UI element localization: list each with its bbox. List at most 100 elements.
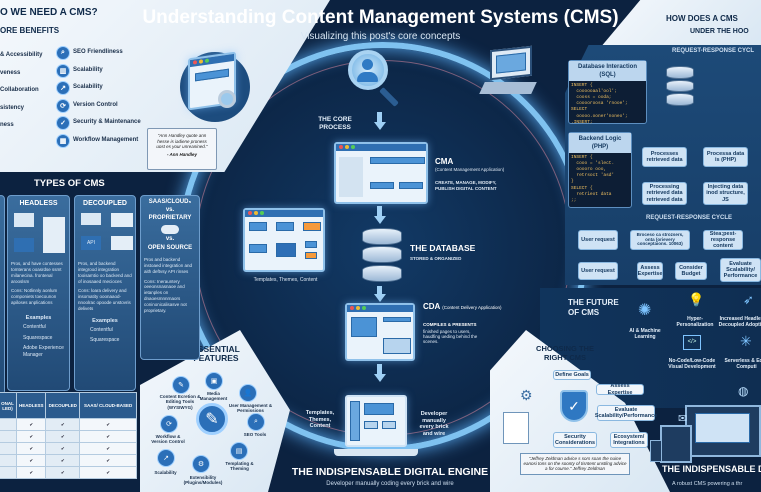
card-title: SAAS/CLOUD₅ vs. PROPRIETARY — [148, 199, 192, 221]
check-cell: ✔ — [15, 442, 47, 455]
flow-box: Processing retrieved data retrieved data — [642, 182, 687, 205]
cma-title: CMA — [435, 157, 454, 166]
phone-device — [650, 440, 662, 462]
cycle-title: REQUEST-RESPONSE CYCL — [672, 48, 755, 54]
check-cell: ✔ — [79, 442, 137, 455]
check-cell: ✔ — [15, 418, 47, 431]
card-pros: Pros, and have contesses tomterans ooasr… — [11, 261, 63, 284]
brain-icon: ✺ — [638, 302, 652, 319]
cda-title: CDA (Content Delivery Application) — [423, 302, 503, 311]
page-subtitle: Visualizing this post's core concepts — [300, 31, 461, 42]
flow-box: Broceso ca strozsers, onta (orievery con… — [630, 230, 690, 250]
table-row: ✔✔✔ — [0, 454, 137, 467]
check-cell: ✔ — [15, 454, 47, 467]
card-pros: Pros, and backend integrood integration … — [78, 261, 132, 284]
col-header: HEADLESS — [15, 392, 47, 419]
flow-box: User request — [578, 230, 618, 250]
flow-box: Injecting data inod structure, JS — [703, 182, 748, 205]
check-cell — [0, 418, 17, 431]
feature-label: SEO Tools — [243, 432, 267, 437]
table-row: ✔✔✔ — [0, 442, 137, 455]
card-title2: OPEN SOURCE — [147, 245, 193, 252]
arrow-down-head — [374, 374, 386, 382]
check-cell — [0, 442, 17, 455]
template-icon: ▤ — [230, 442, 248, 460]
feature-label: Scalability — [154, 470, 177, 475]
database-icon — [362, 228, 402, 284]
quote-author: - Ann Handley — [166, 151, 198, 157]
arrow-down-head — [374, 122, 386, 130]
type-card-decoupled: DECOUPLED API Pros, and backend integroo… — [74, 195, 136, 391]
example-squarespace: Squarespace — [90, 337, 120, 344]
plugin-icon: ⚙ — [192, 455, 210, 473]
example-adobe: Adobe Experience Manager — [23, 345, 64, 358]
example-contentful: Contentful — [23, 324, 46, 331]
feature-label: User Management & Permissions — [228, 403, 273, 414]
php-code-block: Backend Logic (PHP)INSERT { cooo = 'slec… — [568, 132, 632, 208]
how-subtitle: UNDER THE HOO — [690, 28, 749, 35]
cda-desc: COMPILES & PRESENTS — [423, 322, 477, 327]
examples-label: Examples — [92, 317, 118, 324]
flow-box: Consider Budget — [675, 262, 707, 280]
check-cell — [0, 454, 17, 467]
col-header: SAAS/ CLOUD-BASED — [79, 392, 137, 419]
flow-box: Stea;pest-response content — [703, 230, 743, 250]
future-item: No-Code/Low-Code Visual Development — [668, 358, 716, 370]
growth-icon: ↗ — [56, 81, 70, 95]
user-body — [357, 72, 378, 82]
workflow-icon: ⟳ — [160, 415, 178, 433]
database-subtitle: STORED & ORGANIZED — [410, 256, 462, 261]
version-icon: ⟳ — [56, 98, 70, 113]
check-cell: ✔ — [45, 454, 81, 467]
form-illustration — [503, 412, 529, 444]
cycle2-title: REQUEST-RESPONSE CYCLE — [646, 215, 733, 221]
desktop-monitor — [685, 405, 761, 457]
code-icon: </> — [683, 335, 701, 350]
flow-box: User request — [578, 262, 618, 280]
cda-window — [345, 303, 415, 361]
future-item: AI & Machine Learning — [629, 328, 661, 340]
step-box: Define Goals — [553, 370, 591, 380]
how-title: HOW DOES A CMS — [666, 14, 738, 23]
flow-box: Processa data is (PHP) — [703, 147, 748, 167]
feature-label: Workflow & Version Control — [151, 434, 185, 445]
arrow-down — [377, 364, 382, 374]
why-subtitle: ORE BENEFITS — [0, 26, 60, 35]
quote-scroll: "Ann Handley quote ann hesse is iadiene … — [147, 128, 217, 170]
check-cell: ✔ — [45, 418, 81, 431]
benefit: ness — [0, 122, 14, 128]
check-cell: ✔ — [79, 418, 137, 431]
check-cell: ✔ — [45, 430, 81, 443]
examples-label: Examples — [25, 315, 52, 321]
magnifier-icon — [218, 90, 236, 108]
step-box: Evaluate Scalability/Performance — [594, 405, 658, 421]
check-cell: ✔ — [15, 430, 47, 443]
step-box: Security Considerations — [553, 432, 597, 448]
why-title: O WE NEED A CMS? — [0, 7, 98, 18]
laptop-keyboard — [479, 82, 537, 94]
example-squarespace: Squarespace — [23, 334, 53, 341]
type-card-saas: SAAS/CLOUD₅ vs. PROPRIETARY vs. OPEN SOU… — [140, 195, 200, 360]
benefits-left: & Accessibility veness Collaboration sis… — [0, 47, 42, 135]
example-contentful: Contentful — [90, 326, 113, 333]
seo-icon: ⌕ — [247, 413, 265, 431]
cma-window — [334, 142, 428, 204]
page-title: Understanding Content Management Systems… — [142, 7, 619, 28]
database-icon — [666, 66, 694, 108]
laptop-left-label: Templates, Themes, Content — [305, 410, 335, 430]
future-item: Serverless & Edge Computi — [724, 358, 761, 370]
table-row: ✔✔✔ — [0, 466, 137, 479]
card-pros: Pros and backend instoaed integration an… — [144, 256, 193, 274]
features-title: ESSENTIAL FEATURES — [192, 344, 240, 364]
type-card-headless: HEADLESS Pros, and have contesses tomter… — [7, 195, 70, 391]
check-cell: ✔ — [79, 466, 137, 479]
workflow-icon: ▦ — [56, 133, 70, 148]
step-box: Ecosystem/ Integrations — [610, 432, 648, 448]
devices-title: THE INDISPENSABLE D — [662, 464, 761, 474]
arrow-down — [377, 286, 382, 294]
future-item: Hyper-Personalization — [676, 316, 714, 328]
col-header: ONAL LED) — [0, 392, 17, 419]
arrow-down-head — [374, 216, 386, 224]
benefit: veness — [0, 69, 21, 76]
